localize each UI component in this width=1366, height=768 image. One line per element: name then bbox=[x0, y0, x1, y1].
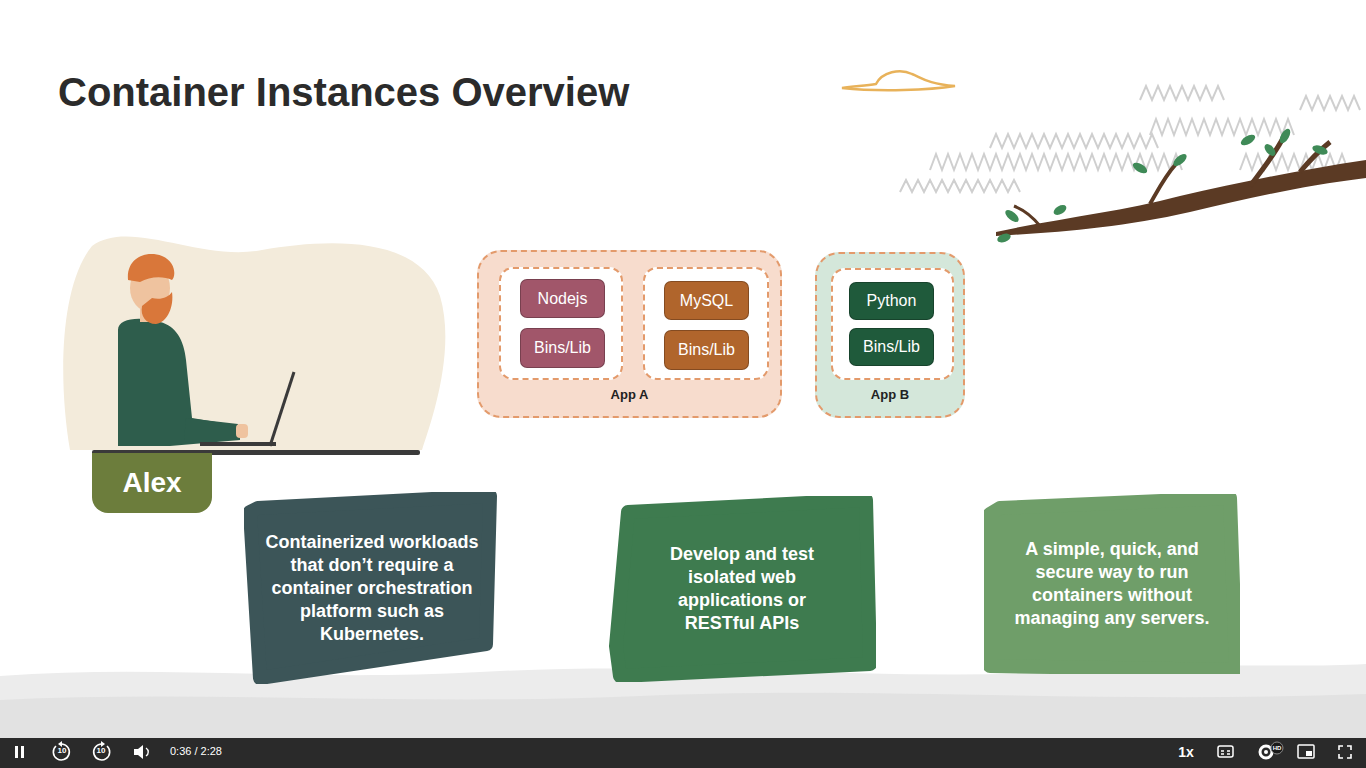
box-label: MySQL bbox=[680, 292, 733, 310]
card-shape bbox=[984, 494, 1240, 674]
runtime-box: Python bbox=[849, 282, 934, 320]
app-group: App B PythonBins/Lib bbox=[815, 252, 965, 418]
time-readout: 0:36 / 2:28 bbox=[170, 745, 222, 758]
library-box: Bins/Lib bbox=[664, 330, 749, 370]
skip-amount: 10 bbox=[52, 746, 72, 756]
info-card: A simple, quick, and secure way to run c… bbox=[984, 494, 1240, 674]
library-box: Bins/Lib bbox=[849, 328, 934, 366]
player-icons bbox=[15, 741, 1351, 760]
tree-branch bbox=[996, 127, 1366, 244]
quality-badge: HD bbox=[1270, 744, 1284, 752]
info-card: Develop and test isolated web applicatio… bbox=[608, 496, 876, 682]
person-illustration bbox=[63, 237, 445, 456]
group-label: App A bbox=[611, 387, 649, 402]
group-label: App B bbox=[871, 387, 909, 402]
box-label: Bins/Lib bbox=[678, 341, 735, 359]
card-fill bbox=[990, 498, 1236, 670]
app-group: App A NodejsBins/Lib MySQL Bins/Lib bbox=[477, 250, 782, 418]
card-text: A simple, quick, and secure way to run c… bbox=[1014, 538, 1210, 630]
runtime-box: MySQL bbox=[664, 281, 749, 320]
ground-band bbox=[0, 693, 1366, 740]
box-label: Nodejs bbox=[538, 290, 588, 308]
box-label: Python bbox=[867, 292, 917, 310]
library-box: Bins/Lib bbox=[520, 328, 605, 368]
card-fill bbox=[616, 500, 870, 676]
player-bar bbox=[0, 738, 1366, 768]
runtime-box: Nodejs bbox=[520, 279, 605, 318]
box-label: Bins/Lib bbox=[534, 339, 591, 357]
box-label: Bins/Lib bbox=[863, 338, 920, 356]
card-fill bbox=[250, 496, 490, 678]
persona-tab: Alex bbox=[92, 453, 212, 513]
playback-speed: 1x bbox=[1171, 744, 1201, 760]
card-text: Develop and test isolated web applicatio… bbox=[652, 543, 832, 635]
skip-amount: 10 bbox=[91, 746, 111, 756]
slide-title: Container Instances Overview bbox=[58, 70, 629, 115]
card-text: Containerized workloads that don’t requi… bbox=[258, 531, 486, 646]
cloud-outline bbox=[842, 71, 955, 90]
card-shape bbox=[608, 496, 876, 682]
info-card: Containerized workloads that don’t requi… bbox=[244, 492, 500, 684]
persona-name: Alex bbox=[122, 467, 181, 499]
